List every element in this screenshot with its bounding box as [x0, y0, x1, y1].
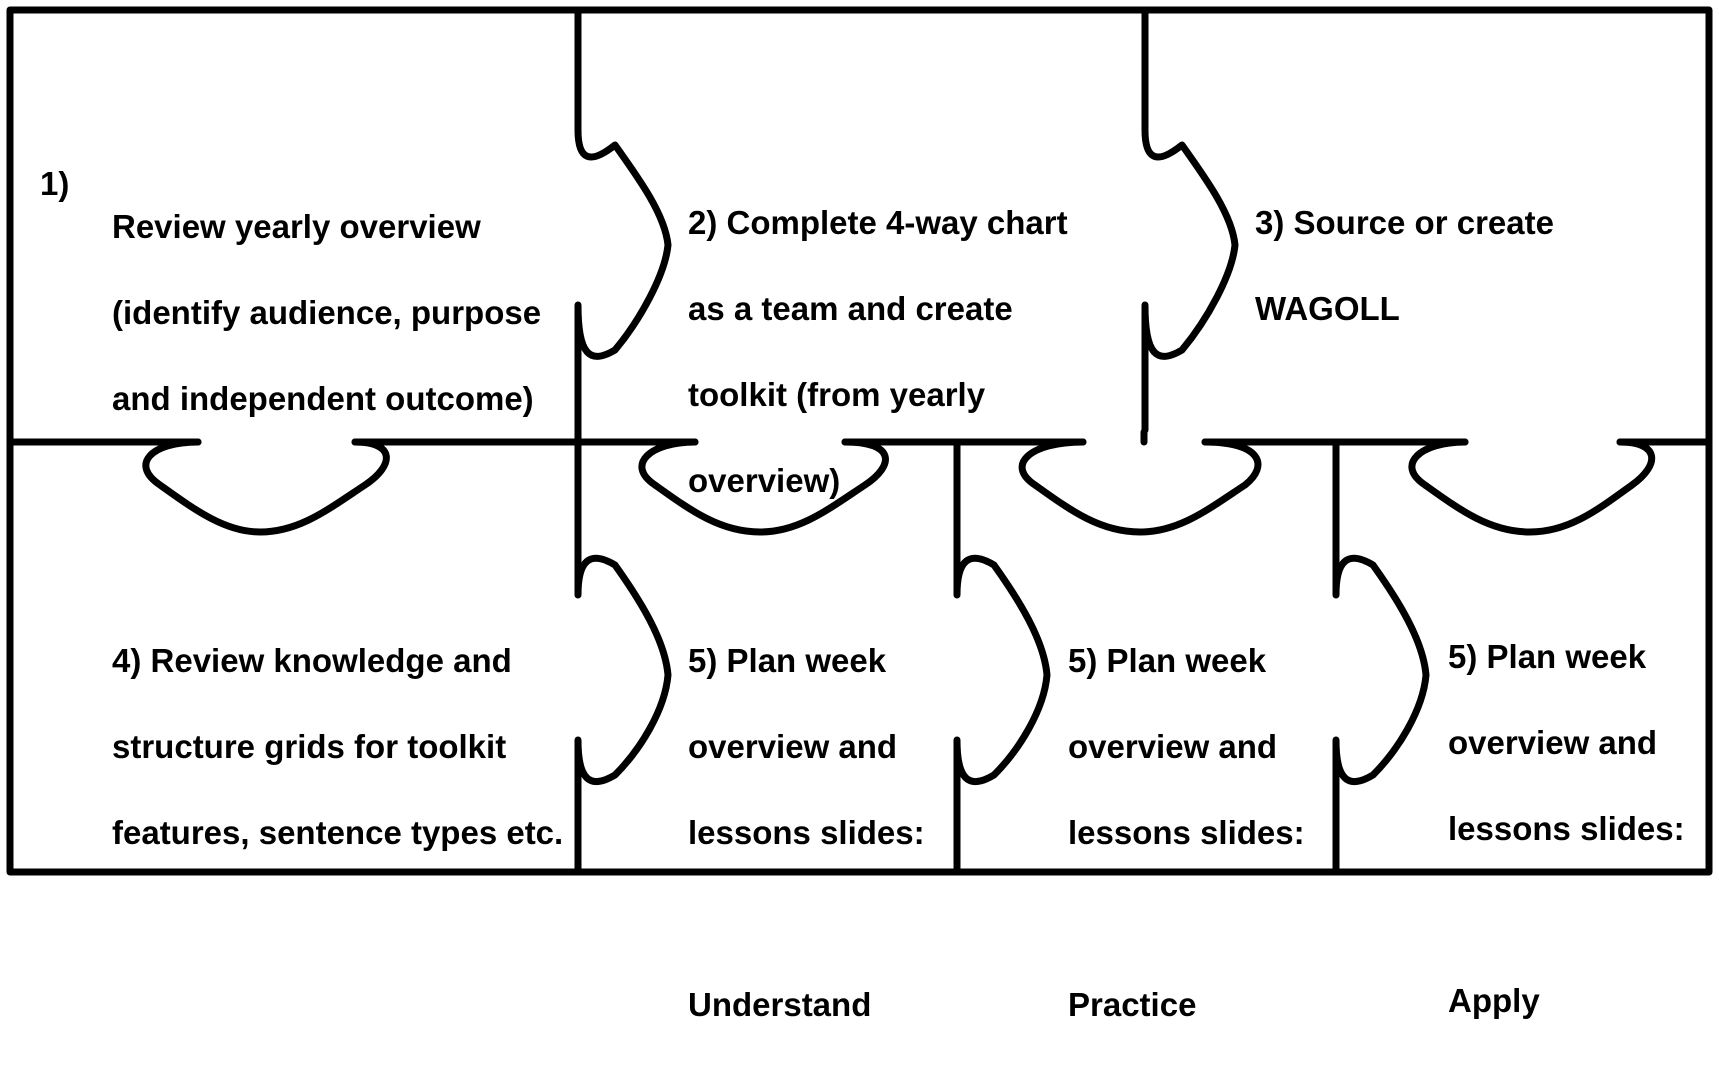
piece-5-understand-line-2: overview and — [688, 728, 898, 765]
piece-5-practice-line-1: 5) Plan week — [1068, 642, 1267, 679]
piece-5-understand-stage: Understand — [688, 986, 872, 1023]
piece-5-apply-line-2: overview and — [1448, 724, 1658, 761]
piece-4-text: 4) Review knowledge and structure grids … — [112, 596, 563, 897]
vertical-divider-4-5a — [574, 438, 672, 876]
piece-5-understand-spacer — [688, 897, 925, 940]
piece-5-apply-line-1: 5) Plan week — [1448, 638, 1647, 675]
piece-1-line-1: Review yearly overview — [112, 208, 481, 245]
piece-3-line-1: 3) Source or create — [1255, 204, 1554, 241]
piece-1-text: Review yearly overview (identify audienc… — [112, 162, 541, 463]
puzzle-diagram — [6, 6, 1713, 876]
piece-5-understand-line-3: lessons slides: — [688, 814, 925, 851]
piece-1-line-2: (identify audience, purpose — [112, 294, 542, 331]
piece-3-text: 3) Source or create WAGOLL — [1255, 158, 1554, 373]
piece-5-practice-stage: Practice — [1068, 986, 1197, 1023]
piece-2-line-4: overview) — [688, 462, 841, 499]
vertical-divider-1-2 — [574, 6, 672, 446]
piece-2-line-1: 2) Complete 4-way chart — [688, 204, 1068, 241]
knob-bottom-2 — [638, 438, 889, 536]
piece-4-line-3: features, sentence types etc. — [112, 814, 564, 851]
piece-5-understand-text: 5) Plan week overview and lessons slides… — [688, 596, 925, 1069]
piece-3-line-2: WAGOLL — [1255, 290, 1400, 327]
piece-1-line-3: and independent outcome) — [112, 380, 534, 417]
piece-5-practice-line-3: lessons slides: — [1068, 814, 1305, 851]
piece-5-understand-line-1: 5) Plan week — [688, 642, 887, 679]
knob-bottom-3 — [1018, 438, 1262, 536]
piece-5-practice-text: 5) Plan week overview and lessons slides… — [1068, 596, 1305, 1069]
knob-bottom-4 — [1408, 438, 1655, 536]
piece-4-line-1: 4) Review knowledge and — [112, 642, 512, 679]
piece-5-apply-line-3: lessons slides: — [1448, 810, 1685, 847]
piece-4-line-2: structure grids for toolkit — [112, 728, 507, 765]
piece-2-line-3: toolkit (from yearly — [688, 376, 986, 413]
piece-5-apply-spacer — [1448, 893, 1685, 936]
piece-5-practice-line-2: overview and — [1068, 728, 1278, 765]
vertical-divider-5b-5c — [1332, 438, 1430, 876]
piece-5-apply-stage: Apply — [1448, 982, 1540, 1019]
piece-2-text: 2) Complete 4-way chart as a team and cr… — [688, 158, 1068, 545]
vertical-divider-2-3 — [1141, 6, 1239, 434]
piece-1-number: 1) — [40, 165, 70, 202]
piece-5-practice-spacer — [1068, 897, 1305, 940]
vertical-divider-5a-5b — [953, 438, 1051, 876]
knob-bottom-1 — [142, 438, 390, 536]
piece-5-apply-text: 5) Plan week overview and lessons slides… — [1448, 592, 1685, 1065]
piece-2-line-2: as a team and create — [688, 290, 1013, 327]
